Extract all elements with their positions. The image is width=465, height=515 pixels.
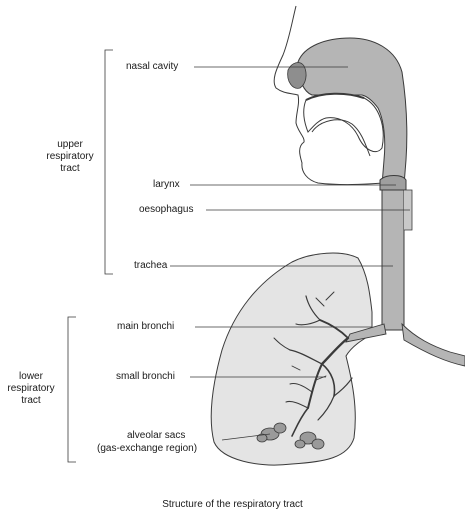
lung-shape [210, 252, 373, 466]
lower-bracket [67, 316, 76, 463]
palate [305, 92, 365, 101]
tongue [311, 119, 371, 157]
nasal-vestibule [287, 62, 307, 89]
left-main-bronchus [345, 323, 387, 343]
oral-cavity [303, 93, 384, 152]
label-trachea: trachea [134, 260, 168, 271]
group-lower-respiratory-tract: lower respiratory tract [7, 371, 55, 406]
right-main-bronchus [401, 322, 465, 367]
trachea-shape [381, 184, 405, 331]
nasal-cavity-shape [297, 37, 408, 186]
brackets [67, 49, 113, 463]
label-gas-exchange-region: (gas-exchange region) [97, 443, 198, 454]
label-small-bronchi: small bronchi [116, 371, 175, 382]
label-oesophagus: oesophagus [139, 204, 194, 215]
larynx-shape [379, 175, 407, 191]
figure-caption: Structure of the respiratory tract [162, 499, 303, 510]
label-main-bronchi: main bronchi [117, 321, 175, 332]
label-larynx: larynx [153, 179, 180, 190]
label-nasal-cavity: nasal cavity [126, 61, 179, 72]
bronchial-tree [273, 291, 353, 437]
group-upper-respiratory-tract: upper respiratory tract [46, 139, 94, 174]
label-alveolar-sacs: alveolar sacs [127, 430, 186, 441]
leader-lines [170, 66, 410, 441]
upper-bracket [104, 49, 113, 275]
leader-alveolar-sacs [221, 433, 271, 441]
